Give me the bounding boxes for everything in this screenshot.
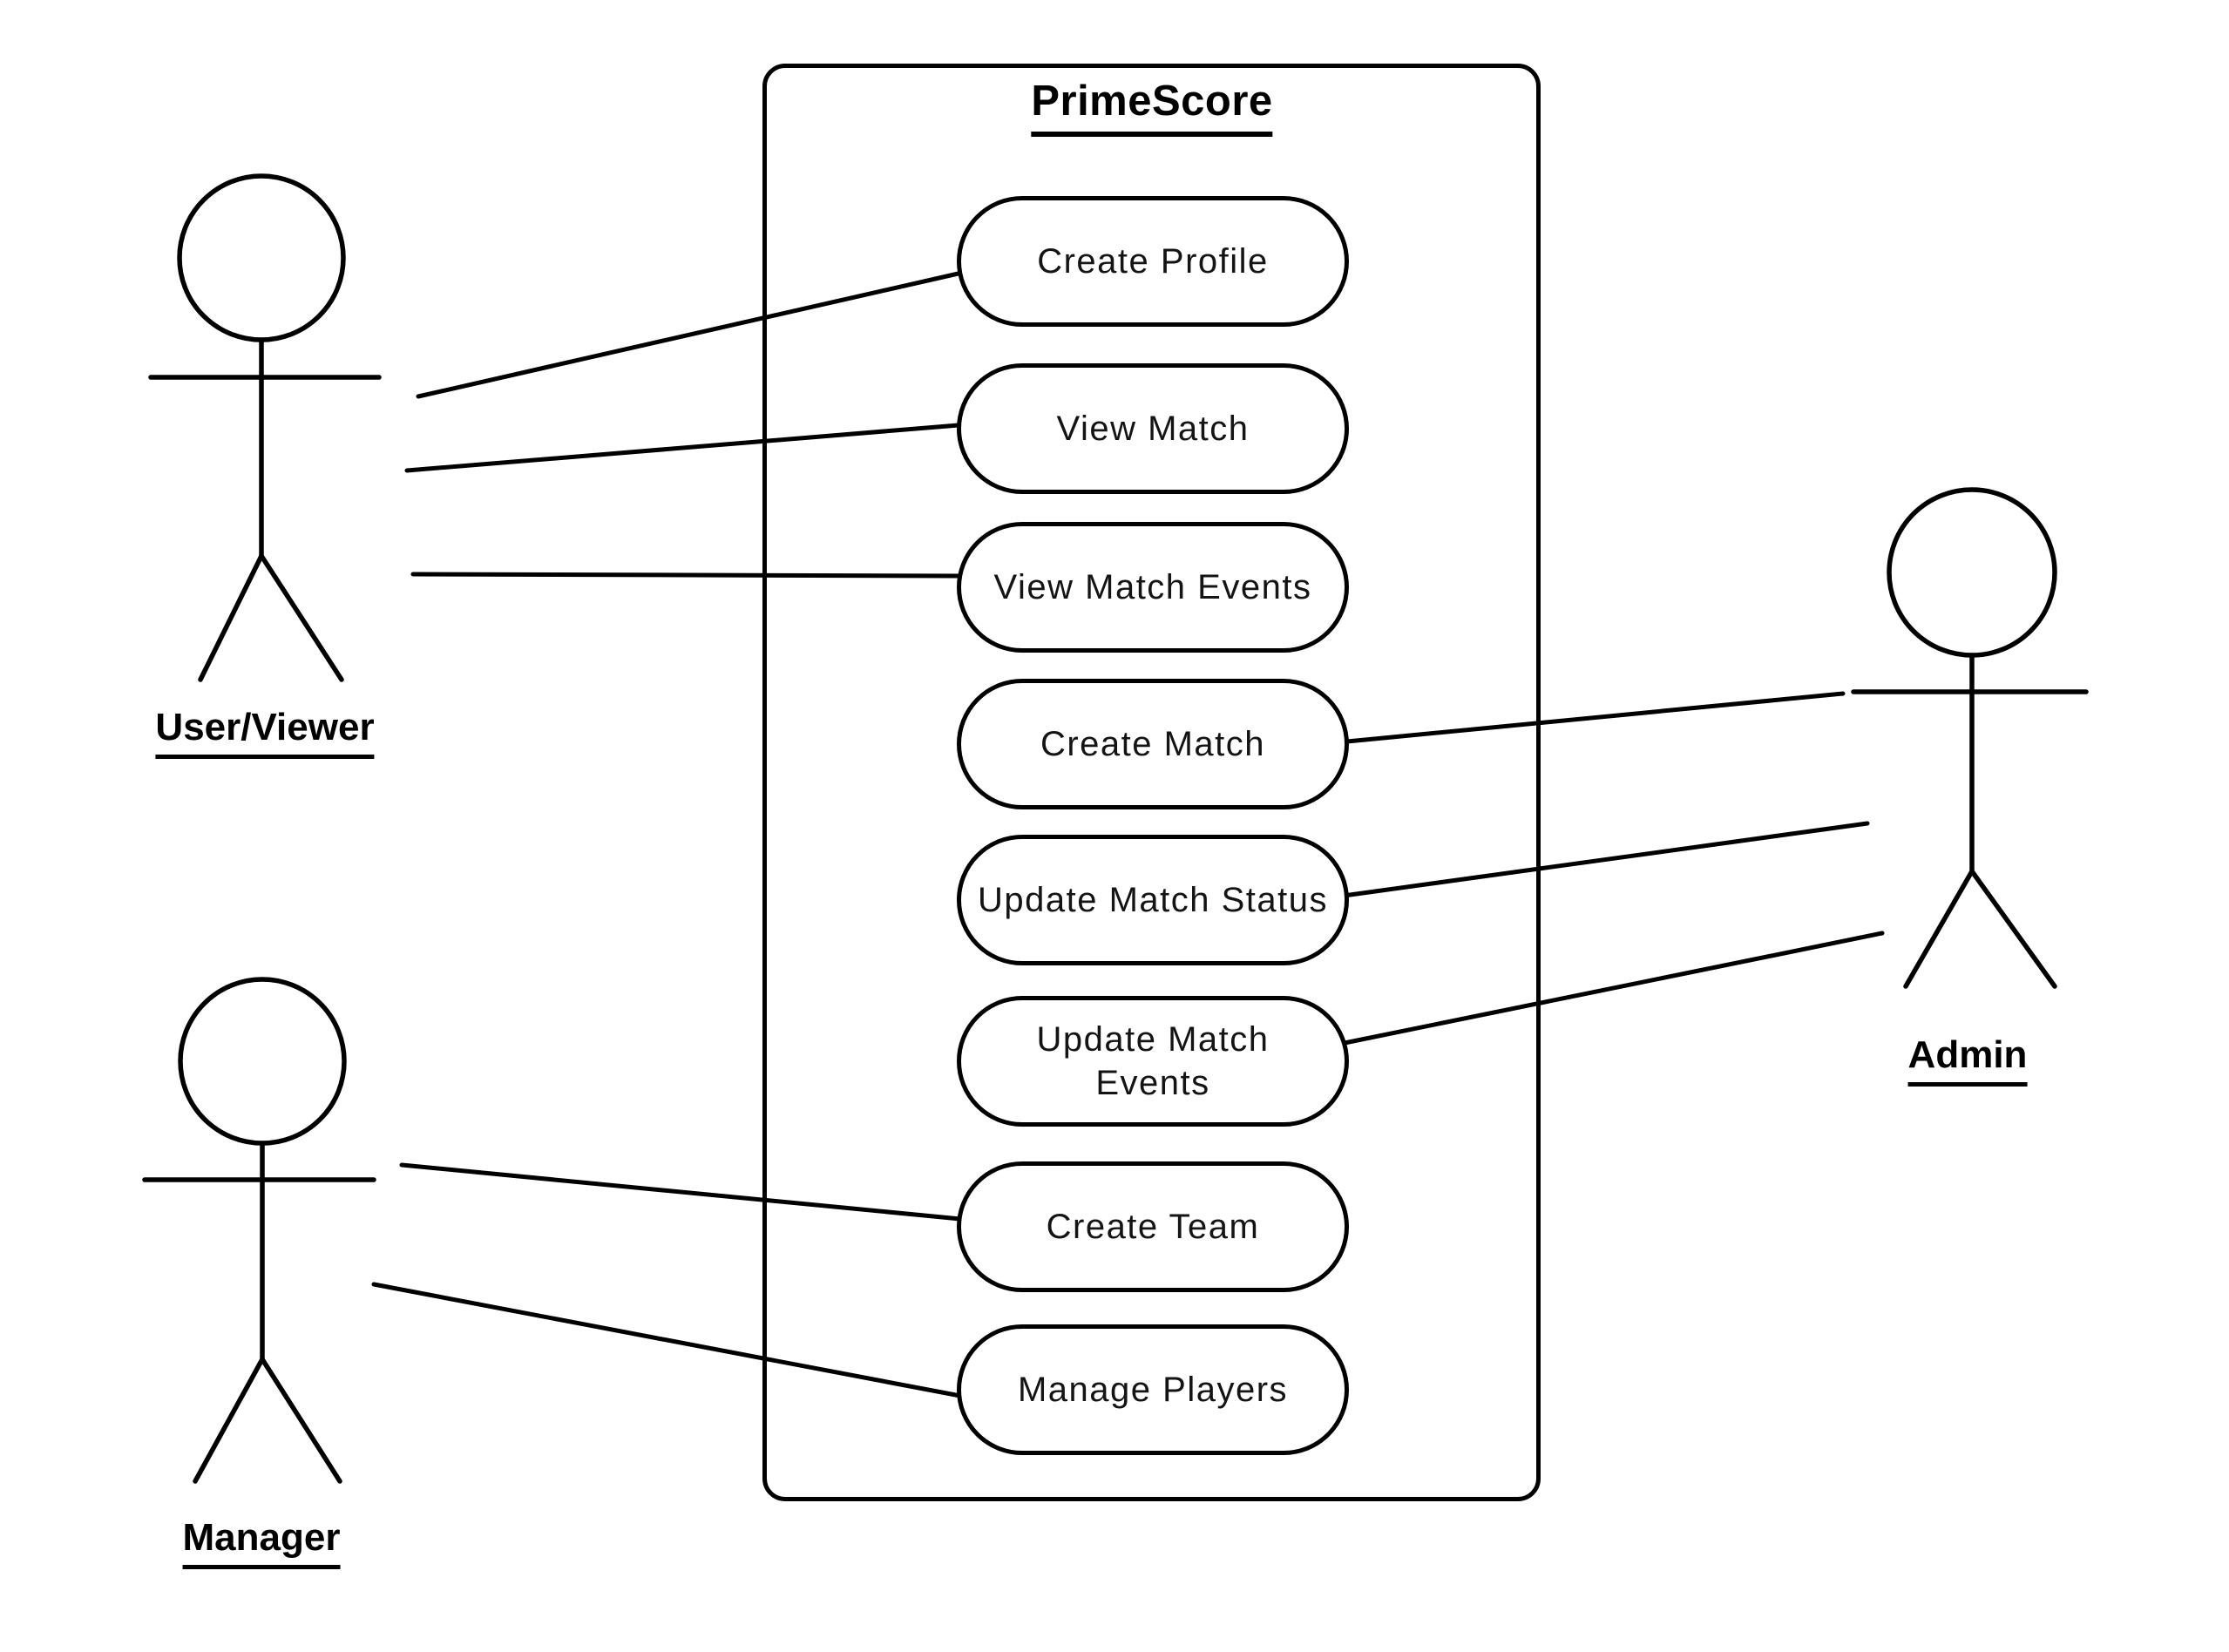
use-case-manage-players: Manage Players [957, 1324, 1349, 1455]
admin-head-icon [1887, 487, 2057, 658]
use-case-create-profile: Create Profile [957, 196, 1349, 327]
system-title: PrimeScore [1031, 77, 1273, 137]
use-case-create-match: Create Match [957, 679, 1349, 809]
admin-right-leg [1969, 869, 2057, 989]
use-case-label: Create Team [1046, 1208, 1260, 1246]
actor-label-admin: Admin [1907, 1033, 2028, 1087]
use-case-view-match-events: View Match Events [957, 522, 1349, 653]
actor-figure-user-viewer [148, 173, 382, 682]
use-case-label: Update Match Events [1036, 1020, 1270, 1102]
actor-figure-admin [1851, 487, 2089, 989]
use-case-label: View Match [1056, 410, 1250, 448]
manager-left-leg [193, 1357, 265, 1484]
admin-left-leg [1903, 869, 1975, 989]
actor-figure-manager [142, 977, 376, 1484]
use-case-create-team: Create Team [957, 1161, 1349, 1292]
manager-head-icon [178, 977, 347, 1146]
actor-label-user-viewer: User/Viewer [155, 706, 375, 759]
use-case-label: Update Match Status [977, 881, 1329, 919]
use-case-label: Create Profile [1037, 242, 1269, 281]
use-case-label: Manage Players [1017, 1371, 1289, 1409]
system-boundary [762, 64, 1541, 1501]
user-viewer-left-leg [198, 553, 264, 682]
use-case-label: Create Match [1040, 725, 1266, 763]
use-case-view-match: View Match [957, 363, 1349, 494]
user-viewer-right-leg [259, 553, 344, 682]
use-case-label: View Match Events [993, 568, 1312, 606]
use-case-update-match-status: Update Match Status [957, 835, 1349, 965]
actor-label-manager: Manager [182, 1516, 341, 1569]
manager-right-leg [260, 1357, 342, 1484]
use-case-update-match-events: Update Match Events [957, 996, 1349, 1127]
user-viewer-head-icon [177, 173, 346, 342]
